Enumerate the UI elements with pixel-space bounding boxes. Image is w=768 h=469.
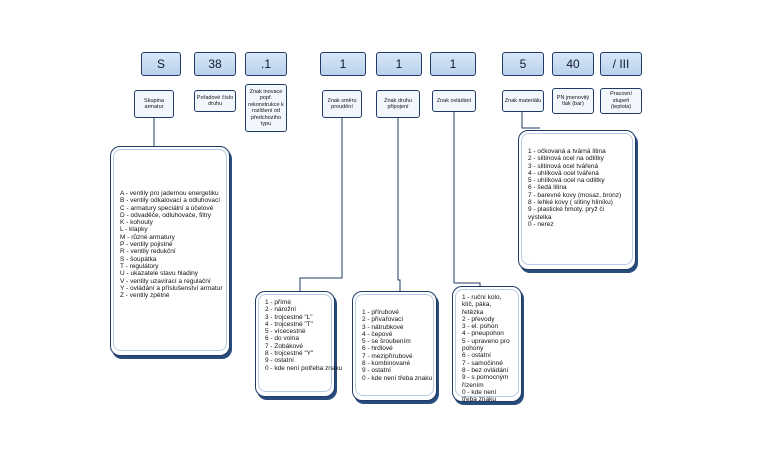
legend-item: 2 - nárožní xyxy=(265,306,297,314)
code-innovation: .1 xyxy=(245,52,287,76)
label-flow: Znak směru proudění xyxy=(322,90,362,118)
legend-item: 1 - přímé xyxy=(265,299,292,306)
legend-item: S - šoupátka xyxy=(120,255,157,263)
label-connection: Znak druhu připojení xyxy=(376,90,420,118)
legend-item: 3 - el. pohon xyxy=(462,323,499,331)
legend-item: 2 - převody xyxy=(462,315,495,323)
legend-item: 3 - nátrubkové xyxy=(362,323,404,331)
code-control: 1 xyxy=(430,52,476,76)
legend-item: U - ukazatele stavu hladiny xyxy=(120,270,199,278)
legend-item: 5 - upraveno pro pohony xyxy=(462,337,510,353)
legend-item: 2 - přivařovací xyxy=(362,316,404,324)
legend-item: 7 - mezipřírubové xyxy=(362,352,413,360)
legend-item: 6 - do volna xyxy=(265,335,299,343)
legend-item: 5 - vícecestné xyxy=(265,328,306,336)
label-innovation: Znak inovace popř. rekonstrukce k rozliš… xyxy=(245,84,287,132)
legend-item: Z - ventily zpětné xyxy=(120,292,170,300)
code-group: S xyxy=(141,52,181,76)
legend-item: 9 - ostatní xyxy=(362,367,391,375)
legend-item: 8 - bez ovládání xyxy=(462,366,509,374)
legend-item: C - armatury speciální a účelové xyxy=(120,204,214,212)
label-control: Znak ovládání xyxy=(432,90,476,112)
code-connection: 1 xyxy=(376,52,422,76)
legend-item: L - klapky xyxy=(120,226,148,234)
legend-item: 6 - ostatní xyxy=(462,352,491,360)
legend-item: 9 - ostatní xyxy=(265,357,294,365)
legend-item: 2 - slitinová ocel na odlitky xyxy=(528,155,604,163)
legend-item: 1 - očkovaná a tvárná litina xyxy=(528,148,606,155)
connector-control xyxy=(453,112,481,292)
legend-item: R - ventily redukční xyxy=(120,248,176,256)
legend-item: 3 - trojcestné "L" xyxy=(265,313,313,321)
legend-item: 4 - trojcestné "T" xyxy=(265,320,313,328)
legend-item: 4 - pneupohon xyxy=(462,330,504,338)
code-work: / III xyxy=(600,52,642,76)
label-work: Pracovní stupeň (teplota) xyxy=(600,88,642,114)
connector-material xyxy=(521,112,540,129)
legend-item: B - ventily odkalovací a odluhovací xyxy=(120,197,221,205)
legend-item: 7 - Zobákové xyxy=(265,342,303,350)
legend-item: M - různé armatury xyxy=(120,233,175,241)
legend-item: T - regulátory xyxy=(120,262,159,270)
legend-item: 8 - lehké kovy ( slitiny hliníku) xyxy=(528,199,613,207)
legend-item: D - odvaděče, odluhovače, filtry xyxy=(120,211,212,219)
connector-flow xyxy=(299,118,343,292)
legend-item: 9 - s pomocným řízením xyxy=(462,374,509,389)
legend-item: 7 - barevné kovy (mosaz, bronz) xyxy=(528,191,622,199)
code-material: 5 xyxy=(502,52,544,76)
code-flow: 1 xyxy=(320,52,366,76)
legend-item: 0 - kde není třeba znaku xyxy=(462,388,497,404)
code-pn: 40 xyxy=(552,52,594,76)
legend-item: 0 - nerez xyxy=(528,220,554,228)
legend-item: 8 - kombinované xyxy=(362,360,411,368)
legend-item: 4 - čepové xyxy=(362,330,393,338)
code-order: 38 xyxy=(194,52,236,76)
connector-connection xyxy=(397,118,401,292)
legend-item: 3 - slitinová ocel tvářená xyxy=(528,162,599,170)
legend-item: 4 - uhlíková ocel tvářená xyxy=(528,169,599,177)
label-pn: PN jmenovitý tlak (bar) xyxy=(552,88,594,114)
legend-item: A - ventily pro jadernou energetiku xyxy=(120,190,219,197)
legend-item: V - ventily uzavírací a regulační xyxy=(120,277,211,285)
legend-item: 1 - ruční kolo, klíč, páka, řetězka xyxy=(462,294,502,316)
legend-item: 0 - kde není třeba znaku xyxy=(362,374,433,382)
label-group: Skupina armatur xyxy=(134,90,174,118)
legend-item: Y - ovládání a příslušenství armatur xyxy=(120,284,223,292)
label-material: Znak materiálu xyxy=(502,90,544,112)
legend-item: 6 - hrdlové xyxy=(362,345,393,353)
legend-item: 5 - se šroubením xyxy=(362,338,411,346)
legend-item: K - kohouty xyxy=(120,219,153,227)
legend-item: 7 - samočinné xyxy=(462,359,503,367)
legend-item: 1 - přírubové xyxy=(362,309,399,316)
legend-item: 9 - plastické hmoty, pryž či výstelka xyxy=(528,206,605,221)
legend-item: 5 - uhlíková ocel na odlitky xyxy=(528,177,605,185)
legend-item: 6 - šedá litina xyxy=(528,184,567,192)
label-order: Pořadové číslo druhu xyxy=(194,90,236,112)
legend-item: 8 - trojcestné "Y" xyxy=(265,350,314,358)
legend-item: P - ventily pojistné xyxy=(120,241,173,249)
legend-item: 0 - kde není potřeba znaku xyxy=(265,364,343,372)
